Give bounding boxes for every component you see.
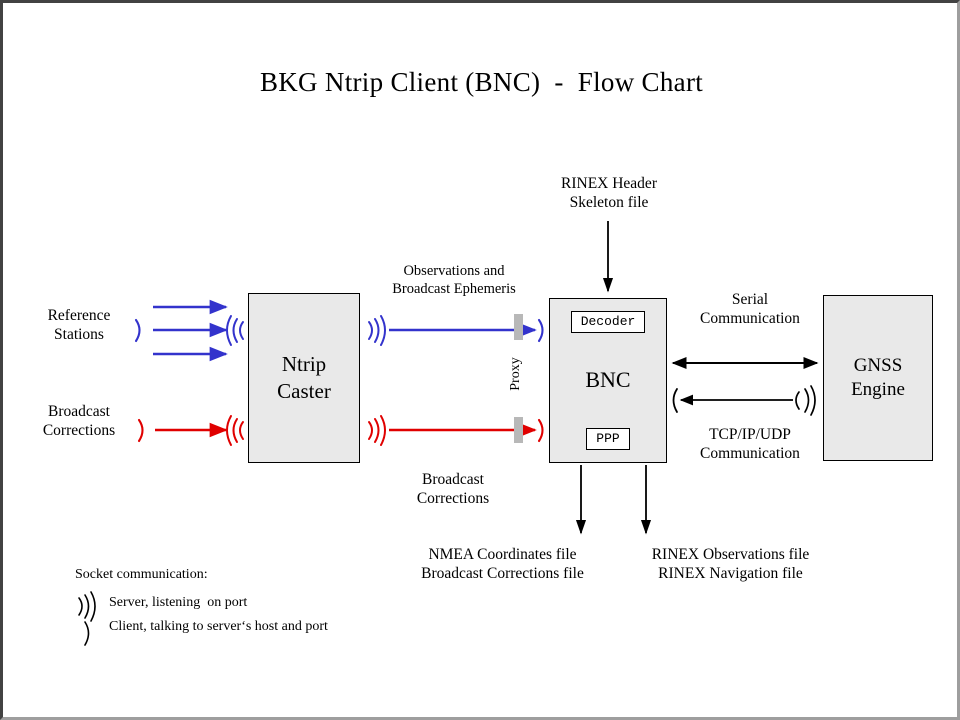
flow-arrows-layer [78, 221, 819, 646]
legend-client-text: Client, talking to server‘s host and por… [109, 619, 328, 634]
server-socket-icon-caster-obs [226, 315, 244, 346]
label-nmea-output-files: NMEA Coordinates file Broadcast Correcti… [421, 546, 584, 582]
label-broadcast-corrections-out: Broadcast Corrections [416, 471, 490, 507]
client-socket-icon-broadcast [137, 418, 144, 443]
proxy-bar-top [514, 314, 523, 340]
label-serial-communication: Serial Communication [700, 291, 800, 327]
label-broadcast-corrections-in: Broadcast Corrections [42, 403, 116, 439]
server-socket-icon-caster-corr [226, 415, 244, 446]
legend-server-text: Server, listening on port [109, 595, 248, 610]
legend: Socket communication: Server, listening … [75, 568, 415, 639]
bnc-label: BNC [585, 367, 631, 393]
gnss-engine-line1: GNSS [853, 354, 903, 376]
label-rinex-output-files: RINEX Observations file RINEX Navigation… [651, 546, 810, 582]
reference-stations-arrows [153, 299, 228, 362]
server-socket-icon-gnss [795, 385, 816, 416]
client-socket-icon-bnc-tcpip [672, 388, 678, 413]
proxy-bar-bottom [514, 417, 523, 443]
legend-item-server: Server, listening on port [75, 591, 415, 615]
server-socket-icon-caster-out-corr [368, 415, 386, 446]
server-socket-icon-caster-out-obs [368, 315, 386, 346]
node-ntrip-caster[interactable]: Ntrip Caster [248, 293, 360, 463]
label-observations-ephemeris: Observations and Broadcast Ephemeris [392, 263, 516, 297]
bnc-decoder-box[interactable]: Decoder [570, 311, 646, 334]
legend-title: Socket communication: [75, 567, 208, 582]
client-socket-icon-bnc-obs [537, 318, 544, 343]
node-bnc[interactable]: Decoder BNC PPP [549, 298, 667, 463]
legend-client-socket-icon [84, 621, 90, 646]
label-rinex-header-skeleton: RINEX Header Skeleton file [561, 175, 657, 211]
page-title: BKG Ntrip Client (BNC) - Flow Chart [259, 67, 704, 97]
legend-server-socket-icon [78, 591, 96, 622]
label-tcpip-communication: TCP/IP/UDP Communication [700, 426, 800, 462]
client-socket-icon-reference [134, 318, 141, 343]
bnc-ppp-box[interactable]: PPP [586, 427, 630, 450]
ntrip-caster-line1: Ntrip [281, 352, 327, 377]
node-gnss-engine[interactable]: GNSS Engine [823, 295, 933, 461]
ntrip-caster-line2: Caster [277, 379, 331, 403]
label-reference-stations: Reference Stations [47, 307, 111, 343]
proxy-label: Proxy [508, 357, 523, 391]
legend-item-client: Client, talking to server‘s host and por… [75, 615, 415, 639]
client-socket-icon-bnc-corr [537, 418, 544, 443]
gnss-engine-line2: Engine [851, 379, 905, 400]
